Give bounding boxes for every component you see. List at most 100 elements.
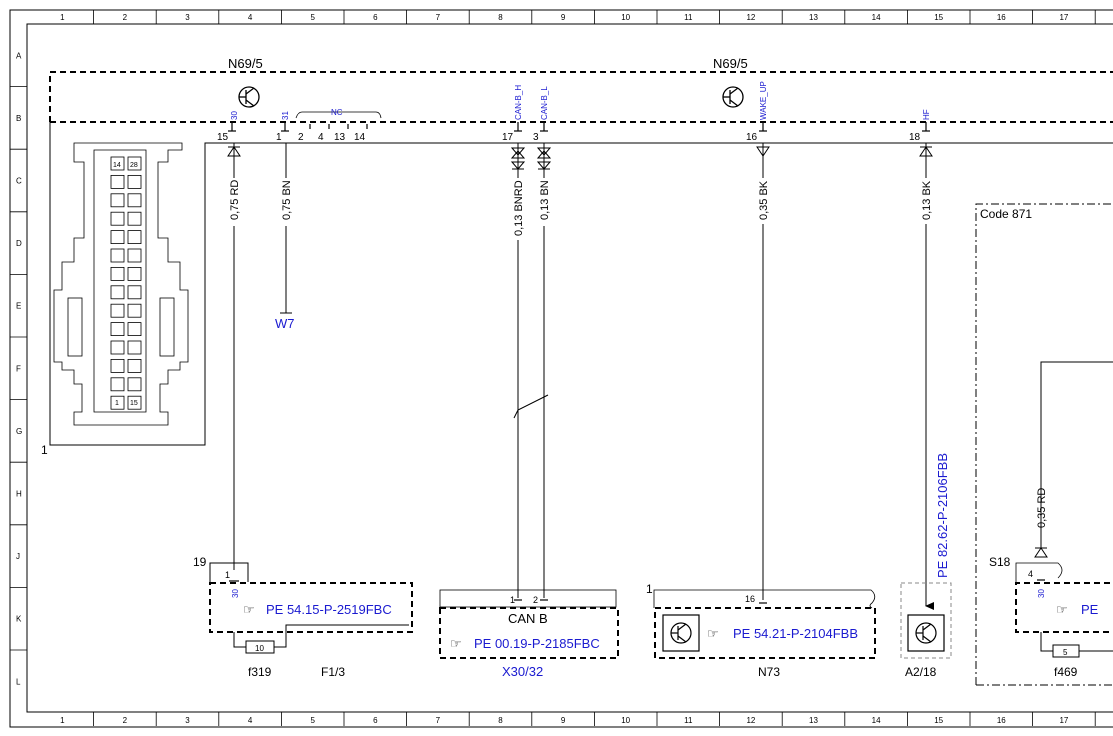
wire-label-1: 0,75 RD	[229, 180, 241, 220]
pin-1: 1	[276, 132, 282, 143]
grid-column-label: 15	[934, 716, 943, 725]
fuse-block-f1-3: 19 1 30 ☞ PE 54.15-P-2519FBC 10 f319 F1/…	[193, 555, 413, 679]
grid-column-label: 1	[60, 13, 65, 22]
connector-cell	[110, 230, 125, 245]
grid-column-label: 7	[436, 13, 441, 22]
grid-column-label: 10	[621, 716, 630, 725]
code-871-title: Code 871	[980, 207, 1032, 221]
grid-column-label: 13	[809, 13, 818, 22]
fuse-value-5: 5	[1063, 648, 1068, 657]
connector-cell	[110, 322, 125, 337]
grid-row-label: K	[16, 615, 22, 624]
n73-block: 1 16 ☞ PE 54.21-P-2104FBB N73	[646, 582, 876, 679]
signal-30: 30	[230, 111, 239, 120]
component-a2-18: A2/18	[905, 665, 937, 679]
grid-column-label: 10	[621, 13, 630, 22]
signal-can-l: CAN-B_L	[540, 86, 549, 120]
grid-column-label: 3	[185, 716, 190, 725]
pin-15: 15	[217, 132, 229, 143]
wire-label-5: 0,35 BK	[758, 180, 770, 220]
connector-pin-28: 28	[130, 162, 138, 169]
component-x30-32-link[interactable]: X30/32	[502, 664, 543, 679]
connector-cell	[127, 285, 142, 300]
component-n73: N73	[758, 665, 780, 679]
grid-row-label: E	[16, 302, 21, 311]
fuse-block-ref-link[interactable]: PE 54.15-P-2519FBC	[266, 602, 392, 617]
connector-cell	[110, 248, 125, 263]
grid-column-label: 14	[872, 716, 881, 725]
hand-pointer-icon: ☞	[450, 636, 462, 651]
signal-31: 31	[281, 111, 290, 120]
grid-column-label: 2	[123, 716, 128, 725]
signal-hf: HF	[922, 109, 931, 120]
transistor-icon	[722, 86, 744, 108]
connector-cell	[127, 211, 142, 226]
grid-column-label: 2	[123, 13, 128, 22]
grid-row-label: J	[16, 552, 20, 561]
connector-cell	[110, 193, 125, 208]
code871-ref-link[interactable]: PE	[1081, 602, 1099, 617]
a2-18-ref-link[interactable]: PE 82.62-P-2106FBB	[935, 453, 950, 578]
wire-label-7: 0,35 RD	[1036, 488, 1048, 528]
can-block-x30-32: 1 2 CAN B ☞ PE 00.19-P-2185FBC X30/32	[439, 589, 619, 679]
connector-pin-14: 14	[113, 162, 121, 169]
can-block-title: CAN B	[508, 611, 548, 626]
connector-cell	[110, 340, 125, 355]
grid-column-label: 6	[373, 13, 378, 22]
wire-connectors	[227, 146, 933, 170]
a2-18-block: PE 82.62-P-2106FBB A2/18	[900, 453, 952, 679]
grid-column-label: 8	[498, 13, 503, 22]
transistor-icon	[238, 86, 260, 108]
connector-cell	[127, 193, 142, 208]
can-block-ref-link[interactable]: PE 00.19-P-2185FBC	[474, 636, 600, 651]
connector-cell	[110, 266, 125, 281]
grid-column-label: 9	[561, 13, 566, 22]
n73-label-1: 1	[646, 582, 653, 596]
connector-cell	[127, 377, 142, 392]
connector-cell	[110, 285, 125, 300]
grid-column-label: 4	[248, 716, 253, 725]
connector-cell	[127, 395, 142, 410]
connector-cell	[110, 395, 125, 410]
module-label-1: 1	[41, 443, 48, 457]
grid-row-label: B	[16, 114, 21, 123]
ground-link-w7[interactable]: W7	[275, 316, 295, 331]
drawing-frame	[9, 9, 1113, 728]
connector-cell	[110, 156, 125, 171]
grid-column-label: 3	[185, 13, 190, 22]
code-871-region: Code 871 0,35 RD S18 4 30 ☞ PE 5 f469	[975, 203, 1113, 686]
wires	[233, 143, 927, 600]
grid-row-label: L	[16, 677, 21, 686]
wire-label-2: 0,75 BN	[281, 180, 293, 220]
transistor-icon	[662, 614, 700, 652]
grid-column-label: 8	[498, 716, 503, 725]
grid-column-label: 12	[746, 716, 755, 725]
connector-cell	[127, 156, 142, 171]
can-pin-1: 1	[510, 595, 515, 605]
connector-cell	[127, 248, 142, 263]
connector-cell	[110, 303, 125, 318]
hand-pointer-icon: ☞	[707, 626, 719, 641]
hand-pointer-icon: ☞	[1056, 602, 1068, 617]
grid-column-label: 11	[684, 13, 693, 22]
connector-cell	[110, 211, 125, 226]
n73-block-ref-link[interactable]: PE 54.21-P-2104FBB	[733, 626, 858, 641]
connector-pin-1: 1	[115, 400, 119, 407]
connector-cell	[127, 358, 142, 373]
grid-row-label: F	[16, 364, 21, 373]
wire-label-6: 0,13 BK	[921, 180, 933, 220]
grid-column-label: 5	[310, 13, 315, 22]
connector-cell	[127, 322, 142, 337]
wire-label-4: 0,13 BN	[539, 180, 551, 220]
grid-column-label: 11	[684, 716, 693, 725]
pin-18: 18	[909, 132, 921, 143]
grid-row-label: C	[16, 177, 22, 186]
grid-column-label: 13	[809, 716, 818, 725]
connector-face	[53, 142, 189, 426]
component-f1-3: F1/3	[321, 665, 345, 679]
label-s18: S18	[989, 555, 1011, 569]
fuse-id-f319: f319	[248, 665, 272, 679]
connector-pin-15: 15	[130, 400, 138, 407]
